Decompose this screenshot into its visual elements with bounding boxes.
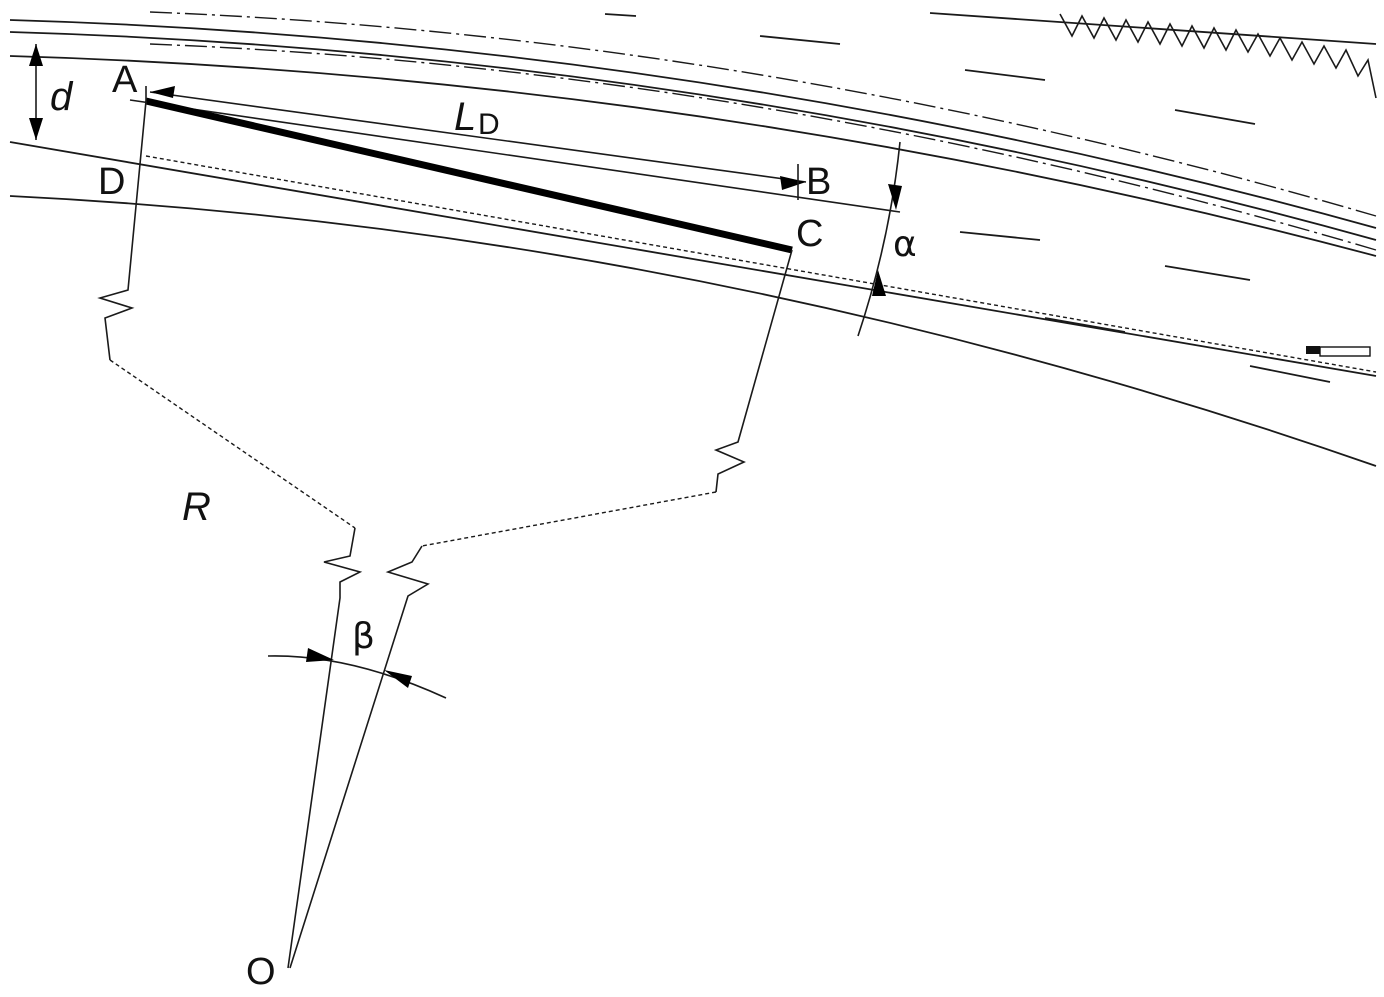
arrowhead-ld-right <box>780 176 806 190</box>
arrowhead-ld-left <box>150 86 175 98</box>
embankment-chevrons <box>1059 13 1377 99</box>
arrowhead-alpha-bottom <box>872 270 886 296</box>
embankment-edge <box>929 12 1377 45</box>
arrowhead-beta-right <box>384 670 412 688</box>
radius-dotted-left <box>109 359 356 529</box>
arrowhead-d-bottom <box>29 118 43 140</box>
label-point-o: O <box>246 951 276 993</box>
lane-dash <box>759 35 841 45</box>
dimension-ld <box>149 86 807 200</box>
dimension-d: d <box>29 44 74 140</box>
road-lane-line-ab <box>129 99 901 213</box>
road-edge-line-5 <box>9 195 1377 467</box>
radius-line-left <box>97 100 147 361</box>
radius-dotted-right <box>421 491 717 547</box>
road-lines <box>9 11 1377 467</box>
label-radius: R <box>182 485 211 529</box>
road-centerline-2 <box>149 43 1377 251</box>
label-d-dimension: d <box>50 75 74 119</box>
angle-alpha-arc <box>857 141 901 337</box>
label-point-b: B <box>806 161 831 203</box>
lane-dash <box>1164 265 1251 281</box>
label-length-l: L <box>454 95 476 139</box>
lane-dash <box>1174 109 1256 125</box>
label-point-a: A <box>112 59 138 101</box>
lane-dash <box>964 69 1046 81</box>
road-edge-line-3 <box>9 55 1377 257</box>
lane-dashes <box>604 13 1371 383</box>
dimension-ld-line <box>149 91 807 183</box>
lane-dash <box>1249 365 1331 383</box>
road-edge-line-4 <box>9 141 1377 377</box>
embankment-hatching <box>929 12 1377 99</box>
road-centerline-1 <box>149 11 1377 217</box>
lane-marker-outline <box>1319 346 1371 357</box>
road-edge-line-1 <box>9 19 1377 229</box>
angle-beta <box>267 648 447 699</box>
label-beta: β <box>352 616 375 657</box>
radius-break-right <box>289 545 430 969</box>
chord-dc-dotted <box>145 155 1377 373</box>
road-edge-line-2 <box>9 31 1377 241</box>
angle-alpha <box>857 141 902 337</box>
label-length-subscript: D <box>478 108 500 141</box>
arrowhead-d-top <box>29 44 43 66</box>
lane-dash <box>959 231 1041 241</box>
arrowhead-alpha-top <box>888 184 902 210</box>
radius-lines <box>97 100 793 969</box>
lane-marker <box>1306 346 1320 354</box>
lane-dash <box>1044 317 1126 333</box>
label-point-d: D <box>98 161 125 203</box>
arrowhead-beta-left <box>306 648 334 662</box>
angle-beta-arc <box>267 655 447 699</box>
radius-line-right <box>713 249 793 493</box>
segment-ac-bold <box>145 97 793 254</box>
radius-break-left <box>287 527 363 969</box>
lane-dash <box>604 13 637 17</box>
label-point-c: C <box>796 213 823 255</box>
label-alpha: α <box>893 224 917 265</box>
